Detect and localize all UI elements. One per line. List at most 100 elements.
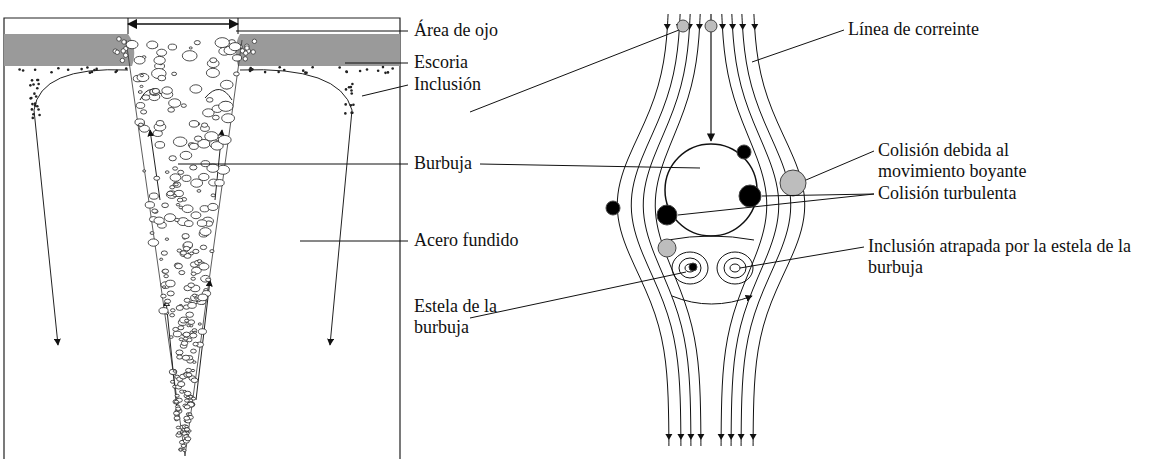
inclusion-in-slag <box>123 53 127 57</box>
inclusion-dot <box>67 68 70 71</box>
gas-bubble-small <box>179 449 182 451</box>
gas-bubble-small <box>177 432 181 435</box>
streamlines <box>617 14 804 446</box>
flow-arrowhead <box>729 24 736 30</box>
center-streamline <box>710 14 711 141</box>
gas-bubble-small <box>134 56 145 64</box>
inclusion-in-slag <box>122 40 126 44</box>
inclusion-dot <box>32 113 35 116</box>
gas-bubble-small <box>142 95 150 100</box>
gas-bubble-small <box>185 221 193 227</box>
gas-bubble-small <box>184 405 190 409</box>
gas-bubble-small <box>190 252 194 255</box>
gas-bubble-small <box>174 400 178 403</box>
gas-bubble-small <box>176 350 183 355</box>
gas-bubble-small <box>182 205 193 213</box>
inclusion-dot <box>304 71 307 74</box>
gas-bubble-small <box>185 391 191 395</box>
inclusion-dot <box>302 69 305 72</box>
gas-bubble-small <box>172 72 177 75</box>
eye-area-tick <box>238 18 239 34</box>
streamline <box>617 14 669 446</box>
gas-bubble-small <box>145 202 154 208</box>
gas-bubble-small <box>187 325 190 327</box>
inclusion-in-slag <box>120 58 124 62</box>
inclusion-dot <box>251 68 254 71</box>
inclusion-dot <box>352 103 355 106</box>
gas-bubble-small <box>185 428 190 432</box>
gas-bubble-small <box>205 132 218 141</box>
gas-bubble-small <box>190 333 197 338</box>
inclusion-dot <box>384 72 387 75</box>
gas-bubble-small <box>190 85 202 93</box>
inclusion-dot <box>387 71 390 74</box>
inclusion-in-slag <box>115 50 119 54</box>
bubble-plume <box>126 40 242 456</box>
gas-bubble-small <box>138 123 143 126</box>
inclusion-dot <box>345 71 348 74</box>
flow-arrowhead <box>719 24 726 30</box>
gas-bubble-small <box>167 191 174 196</box>
inclusion-in-slag <box>251 50 255 54</box>
inclusion-dot <box>264 71 267 74</box>
flow-arrowhead <box>665 434 672 440</box>
gas-bubble-small <box>164 214 175 222</box>
gas-bubble-small <box>170 380 174 383</box>
gas-bubble-small <box>194 41 200 45</box>
inclusion-in-slag <box>243 57 247 61</box>
turbulent-collision-label: Colisión turbulenta <box>878 183 1017 204</box>
gas-bubble-small <box>140 85 143 87</box>
gas-bubble-small <box>176 203 180 205</box>
inclusion-dot <box>50 71 53 74</box>
inclusion-dot <box>93 69 96 72</box>
gas-bubble-small <box>174 183 178 186</box>
gas-bubble-small <box>184 372 191 377</box>
gas-bubble-small <box>188 302 196 308</box>
inclusion-dot <box>278 66 281 69</box>
molten-steel-label: Acero fundido <box>414 230 518 251</box>
gas-bubble-small <box>186 396 190 398</box>
gas-bubble-small <box>160 258 163 260</box>
inclusion-in-slag <box>117 37 121 41</box>
gas-bubble-small <box>150 232 154 235</box>
gas-bubble-small <box>176 426 180 429</box>
inclusion-dot <box>32 117 35 120</box>
gas-bubble-small <box>186 373 192 377</box>
inclusion-dot <box>22 69 25 72</box>
inclusion-dot <box>338 66 341 69</box>
gas-bubble-small <box>182 51 197 61</box>
gas-bubble-small <box>183 449 186 451</box>
inclusion-dot <box>38 114 41 117</box>
gas-bubble-small <box>168 108 175 113</box>
streamline <box>741 14 791 446</box>
inclusion-dot <box>344 112 347 115</box>
gas-bubble-small <box>191 212 201 219</box>
gas-bubble-small <box>150 89 160 96</box>
gas-bubble-small <box>208 203 218 210</box>
inclusion-dot <box>31 108 34 111</box>
gas-bubble-small <box>191 272 196 275</box>
gas-bubble-small <box>169 336 173 339</box>
gas-bubble-small <box>162 203 169 208</box>
gas-bubble-small <box>185 399 190 402</box>
inclusion-dot <box>391 67 394 70</box>
gas-bubble-small <box>180 317 188 323</box>
gas-bubble-small <box>173 331 181 337</box>
gas-bubble-small <box>137 73 149 81</box>
gas-bubble-small <box>181 341 188 346</box>
inclusion-dot <box>344 103 347 106</box>
gas-bubble-small <box>186 312 194 317</box>
gas-bubble-small <box>178 382 185 387</box>
inclusion-dot <box>283 69 286 72</box>
gas-bubble-small <box>212 115 219 120</box>
gas-bubble-small <box>220 80 233 89</box>
gas-bubble-small <box>206 68 219 77</box>
gas-bubble-small <box>190 165 197 170</box>
gas-bubble-small <box>174 411 180 415</box>
leader-line <box>178 30 874 318</box>
inclusion-in-slag <box>245 46 249 50</box>
gas-bubble-small <box>186 368 192 372</box>
inclusion-in-slag <box>244 51 248 55</box>
gas-bubble-small <box>173 327 179 331</box>
